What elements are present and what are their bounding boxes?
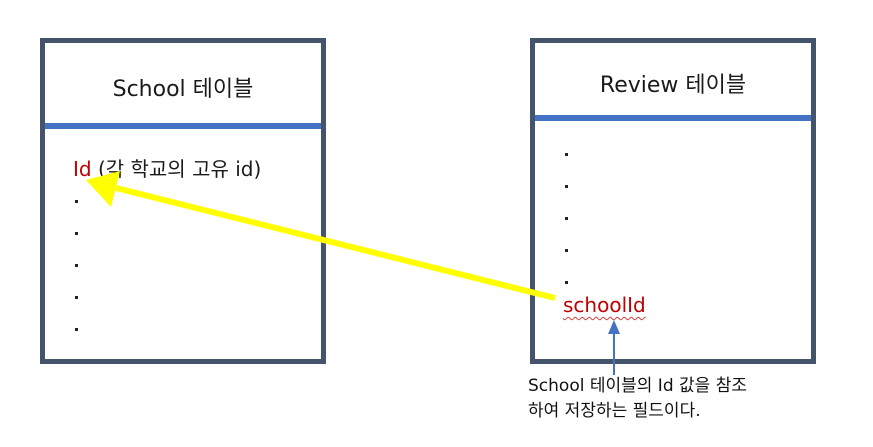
school-table-ellipsis-dot <box>75 232 78 235</box>
school-table-ellipsis-dot <box>75 200 78 203</box>
review-table-ellipsis-dot <box>565 185 568 188</box>
school-table-ellipsis-dot <box>75 296 78 299</box>
note-arrow-head <box>608 320 620 334</box>
school-table-box: School 테이블 Id (각 학교의 고유 id) <box>40 38 326 364</box>
school-table-ellipsis-dot <box>75 264 78 267</box>
review-table-ellipsis-dot <box>565 217 568 220</box>
reference-arrow-head <box>86 171 120 207</box>
review-table-ellipsis-dot <box>565 153 568 156</box>
reference-note: School 테이블의 Id 값을 참조 하여 저장하는 필드이다. <box>528 374 747 424</box>
review-table-ellipsis-dot <box>565 249 568 252</box>
school-table-ellipsis-dot <box>75 328 78 331</box>
review-table-header-divider <box>535 115 811 121</box>
school-id-field: Id (각 학교의 고유 id) <box>73 153 261 182</box>
reference-arrow-line <box>115 185 556 301</box>
school-id-description: (각 학교의 고유 id) <box>91 157 262 181</box>
school-table-header-divider <box>45 123 321 129</box>
reference-note-line-2: 하여 저장하는 필드이다. <box>528 401 701 421</box>
review-table-box: Review 테이블 schoolId <box>530 38 816 364</box>
school-id-label: Id <box>73 157 92 181</box>
review-table-title: Review 테이블 <box>599 73 747 98</box>
review-school-id-field: schoolId <box>563 293 646 317</box>
review-table-ellipsis-dot <box>565 281 568 284</box>
school-table-title: School 테이블 <box>112 77 254 102</box>
review-school-id-label: schoolId <box>563 293 646 317</box>
reference-note-line-1: School 테이블의 Id 값을 참조 <box>528 376 747 396</box>
